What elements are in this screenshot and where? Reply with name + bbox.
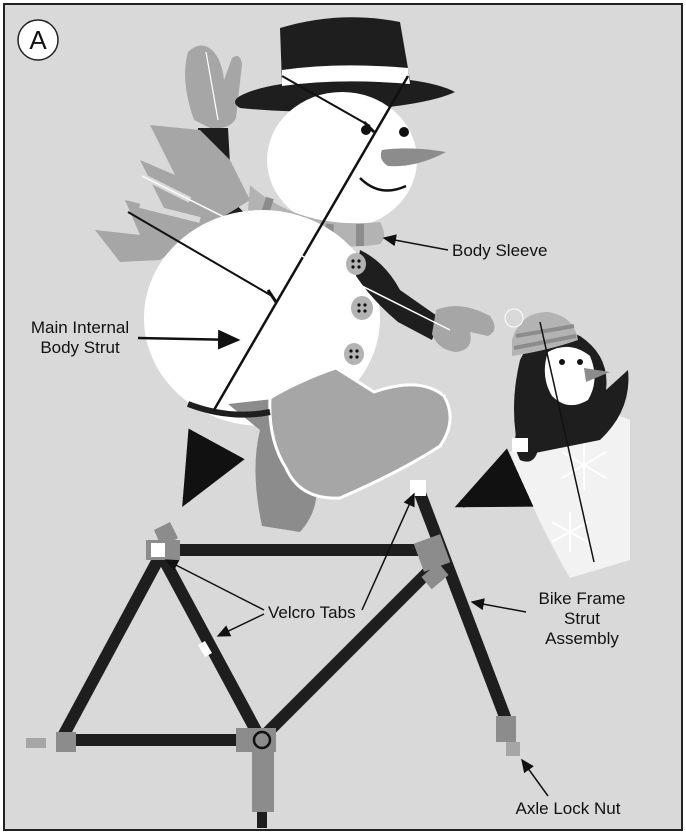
label-main-strut-line1: Main Internal — [31, 318, 129, 337]
arm-strut — [141, 175, 451, 331]
leader-velcro-2 — [216, 613, 265, 637]
bike-frame-assembly — [26, 480, 520, 828]
rear-diagonal-tube — [257, 555, 445, 743]
label-bike-frame-line3: Assembly — [545, 629, 619, 648]
panel-letter: A — [29, 25, 47, 55]
arrow-penguin-to-frame — [454, 448, 534, 508]
carrot-nose — [380, 148, 446, 167]
label-bike-frame-line1: Bike Frame — [539, 589, 626, 608]
snowflake-icon — [561, 440, 607, 490]
label-axle-lock-nut: Axle Lock Nut — [516, 799, 621, 818]
panel-letter-badge: A — [17, 19, 59, 61]
hat-pompom — [504, 308, 524, 328]
front-diagonal-tube — [156, 553, 266, 741]
velcro-tab-seat — [410, 480, 426, 496]
arrow-snowman-to-frame — [182, 428, 245, 508]
insertion-arrows — [182, 428, 534, 508]
label-velcro-tabs: Velcro Tabs — [268, 603, 356, 622]
snowman-smile — [359, 177, 407, 192]
leader-velcro-1 — [164, 559, 265, 611]
cross-strut-upper — [281, 75, 371, 127]
leader-bike-frame — [470, 598, 527, 613]
leader-axle-nut — [521, 758, 549, 797]
hat-band — [282, 65, 410, 86]
penguin-strut — [539, 321, 595, 563]
extended-mitten — [432, 306, 495, 352]
neck-scarf — [248, 185, 384, 247]
snowflake-icon-small — [551, 512, 589, 552]
leader-main-strut — [137, 329, 241, 350]
callouts — [137, 234, 549, 797]
leader-body-sleeve — [382, 234, 449, 251]
label-body-sleeve: Body Sleeve — [452, 241, 547, 260]
snowman-buttons — [344, 253, 373, 365]
penguin-figure — [504, 308, 630, 578]
seat-post — [412, 485, 516, 733]
main-internal-strut — [212, 75, 410, 411]
label-main-strut-line2: Body Strut — [40, 338, 120, 357]
label-bike-frame-line2: Strut — [564, 609, 600, 628]
cross-strut-middle — [127, 211, 273, 297]
penguin-beak — [584, 368, 610, 382]
velcro-tab-front — [151, 543, 165, 557]
snowman-boot-front — [268, 366, 452, 500]
extended-arm-sleeve — [356, 250, 440, 340]
velcro-tab-diagonal — [198, 640, 212, 658]
snowman-eye-right — [399, 127, 409, 137]
raised-mitten — [185, 45, 242, 129]
center-hub — [252, 730, 272, 750]
left-front-tube — [56, 553, 166, 741]
snowman-figure — [95, 17, 495, 532]
leader-velcro-3 — [361, 492, 415, 611]
